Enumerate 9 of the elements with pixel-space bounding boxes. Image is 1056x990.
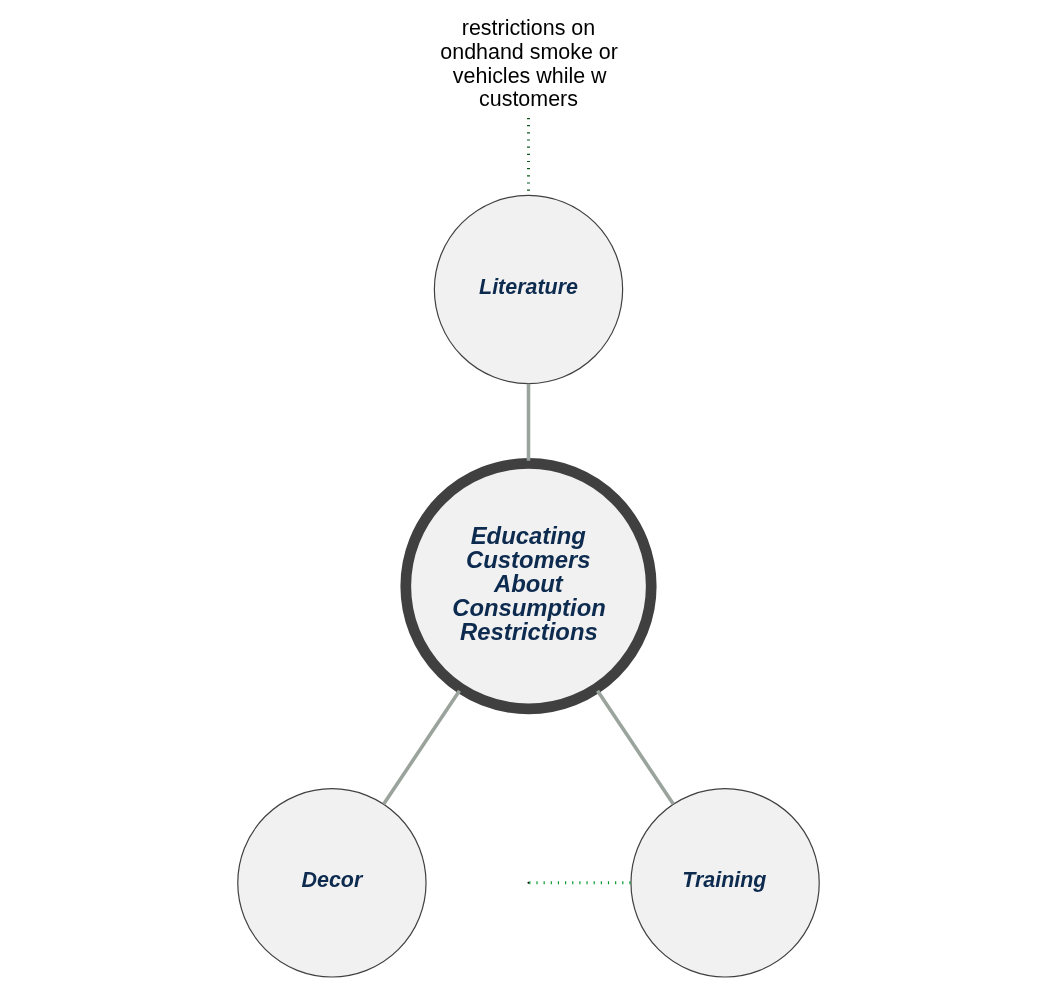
node-circle: Training: [629, 788, 820, 978]
node-text: restrictions on ondhand smoke or vehicles while w customers: [439, 15, 618, 112]
node-circle: Educating Customers About Consumption Restrictions: [399, 458, 657, 715]
connector: [526, 383, 530, 461]
connector: [595, 689, 675, 806]
node-circle: Decor: [236, 788, 427, 978]
node-circle: Literature: [433, 194, 623, 385]
connector: [528, 881, 631, 885]
connector: [381, 689, 461, 806]
